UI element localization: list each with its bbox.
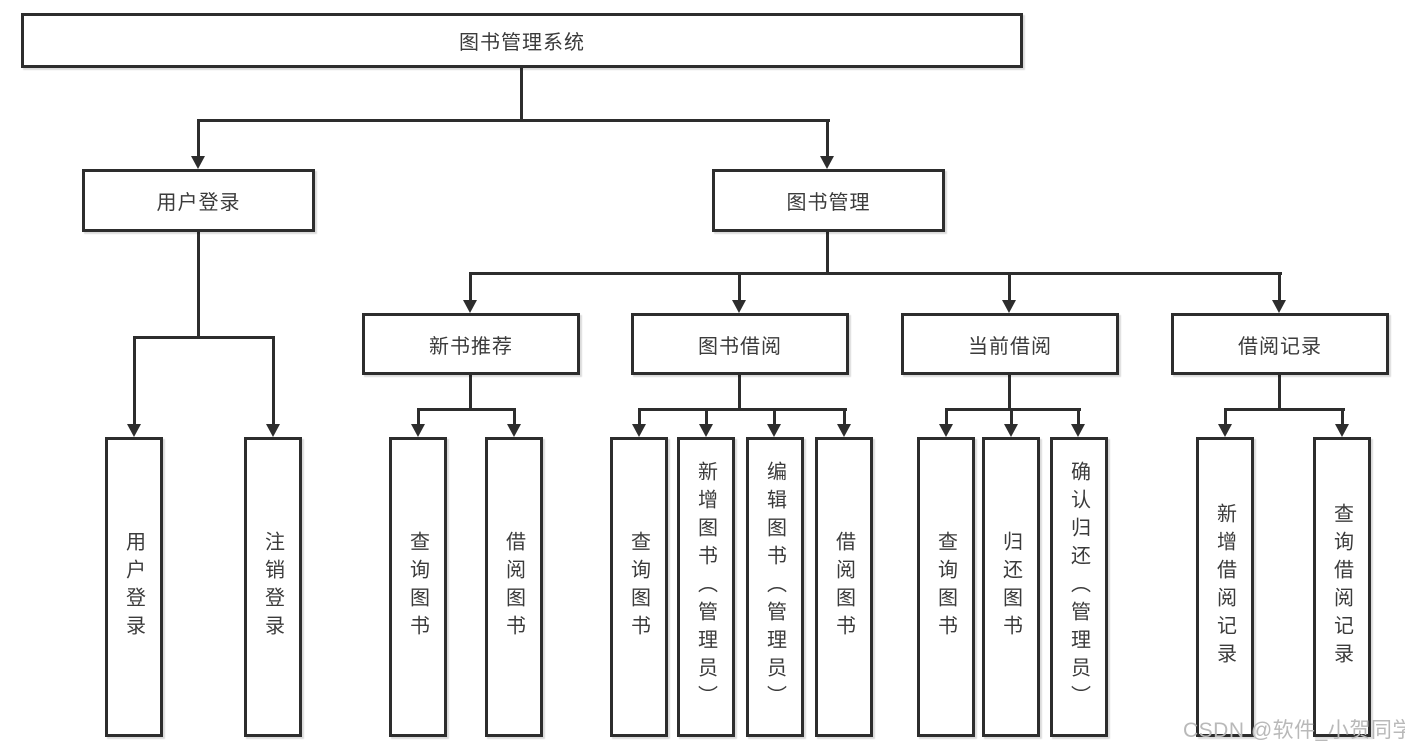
node-user-login: 用户登录 [82, 169, 315, 232]
connector-line [826, 232, 829, 274]
connector-line [1008, 375, 1011, 410]
connector-line [469, 375, 472, 410]
leaf-query-borrow-record: 查询借阅记录 [1313, 437, 1371, 737]
arrow-down-icon [837, 408, 851, 437]
node-new-book-recommendation: 新书推荐 [362, 313, 580, 375]
leaf-confirm-return-admin: 确认归还（管理员） [1050, 437, 1108, 737]
leaf-return-books: 归还图书 [982, 437, 1040, 737]
leaf-add-borrow-record: 新增借阅记录 [1196, 437, 1254, 737]
leaf-label: 查询借阅记录 [1330, 503, 1353, 671]
leaf-label: 确认归还（管理员） [1067, 461, 1090, 713]
arrow-down-icon [1335, 408, 1349, 437]
connector-line [417, 408, 516, 411]
leaf-query-books: 查询图书 [917, 437, 975, 737]
leaf-borrow-books: 借阅图书 [485, 437, 543, 737]
connector-line [945, 408, 1081, 411]
node-book-management: 图书管理 [712, 169, 945, 232]
node-label: 图书管理 [786, 192, 871, 214]
leaf-label: 注销登录 [261, 531, 284, 643]
leaf-label: 用户登录 [122, 531, 145, 643]
leaf-query-books: 查询图书 [610, 437, 668, 737]
arrow-down-icon [507, 408, 521, 437]
node-label: 图书管理系统 [459, 32, 585, 54]
connector-line [738, 375, 741, 410]
node-label: 当前借阅 [968, 335, 1052, 358]
watermark: CSDN @软件_小贺同学 [1183, 719, 1405, 742]
arrow-down-icon [939, 408, 953, 437]
arrow-down-icon [1004, 408, 1018, 437]
leaf-add-books-admin: 新增图书（管理员） [677, 437, 735, 737]
leaf-label: 新增借阅记录 [1213, 503, 1236, 671]
connector-line [133, 336, 275, 339]
arrow-down-icon [1071, 408, 1085, 437]
leaf-label: 查询图书 [934, 531, 957, 643]
leaf-label: 查询图书 [627, 531, 650, 643]
leaf-logout: 注销登录 [244, 437, 302, 737]
connector-line [197, 119, 830, 122]
leaf-label: 查询图书 [406, 531, 429, 643]
node-label: 用户登录 [156, 192, 241, 214]
arrow-down-icon [127, 336, 141, 437]
arrow-down-icon [1218, 408, 1232, 437]
arrow-down-icon [411, 408, 425, 437]
arrow-down-icon [767, 408, 781, 437]
connector-line [197, 232, 200, 338]
arrow-down-icon [732, 272, 746, 313]
arrow-down-icon [699, 408, 713, 437]
connector-line [1224, 408, 1345, 411]
connector-line [638, 408, 847, 411]
connector-line [1278, 375, 1281, 410]
node-book-borrowing: 图书借阅 [631, 313, 849, 375]
arrow-down-icon [820, 119, 834, 169]
node-label: 新书推荐 [429, 335, 513, 358]
node-library-management-system: 图书管理系统 [21, 13, 1023, 68]
leaf-label: 归还图书 [999, 531, 1022, 643]
leaf-borrow-books: 借阅图书 [815, 437, 873, 737]
arrow-down-icon [632, 408, 646, 437]
leaf-label: 借阅图书 [832, 531, 855, 643]
leaf-label: 借阅图书 [502, 531, 525, 643]
connector-line [520, 68, 523, 121]
leaf-label: 编辑图书（管理员） [763, 461, 786, 713]
node-borrowing-records: 借阅记录 [1171, 313, 1389, 375]
arrow-down-icon [191, 119, 205, 169]
leaf-edit-books-admin: 编辑图书（管理员） [746, 437, 804, 737]
connector-line [469, 272, 1282, 275]
leaf-user-login: 用户登录 [105, 437, 163, 737]
arrow-down-icon [266, 336, 280, 437]
node-label: 借阅记录 [1238, 335, 1322, 358]
arrow-down-icon [1272, 272, 1286, 313]
leaf-label: 新增图书（管理员） [694, 461, 717, 713]
arrow-down-icon [1002, 272, 1016, 313]
node-label: 图书借阅 [698, 335, 782, 358]
arrow-down-icon [463, 272, 477, 313]
node-current-borrowing: 当前借阅 [901, 313, 1119, 375]
leaf-query-books: 查询图书 [389, 437, 447, 737]
